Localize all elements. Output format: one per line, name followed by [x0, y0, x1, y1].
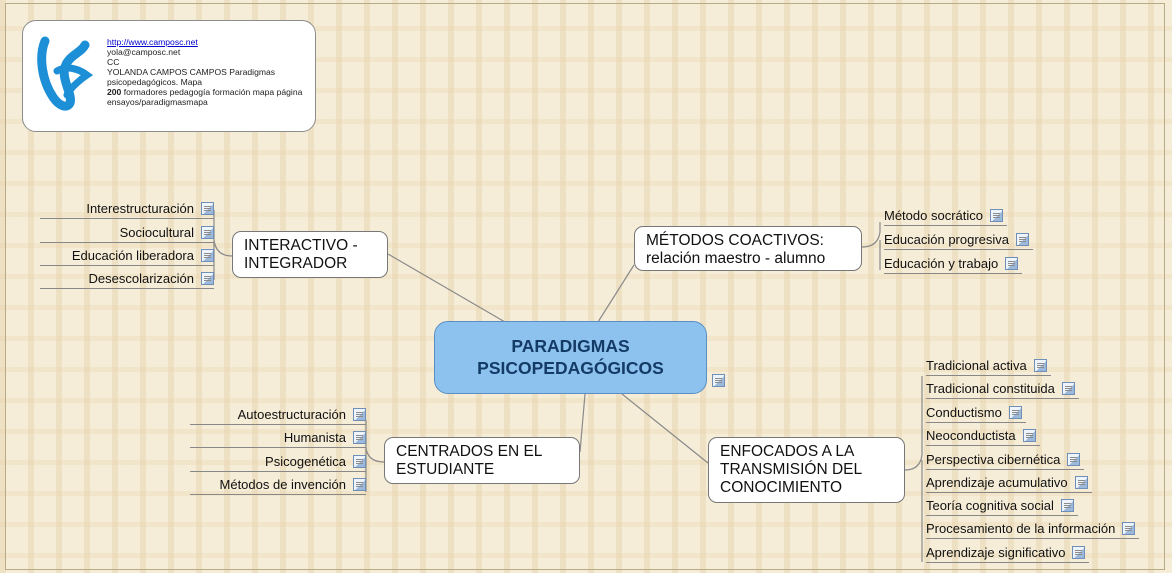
- leaf-label: Neoconductista: [926, 428, 1016, 443]
- leaf-metodo-socratico[interactable]: Método socrático: [884, 207, 1007, 226]
- leaf-label: Desescolarización: [88, 271, 195, 286]
- central-title-line1: PARADIGMAS: [511, 336, 630, 356]
- leaf-label: Teoría cognitiva social: [926, 498, 1054, 513]
- topic-metodos-coactivos[interactable]: MÉTODOS COACTIVOS: relación maestro - al…: [634, 226, 862, 271]
- leaf-label: Psicogenética: [265, 454, 346, 469]
- leaf-perspectiva-cibernetica[interactable]: Perspectiva cibernética: [926, 451, 1085, 470]
- note-icon[interactable]: [201, 249, 214, 262]
- topic-centrados-estudiante[interactable]: CENTRADOS EN EL ESTUDIANTE: [384, 437, 580, 484]
- topic-metodos-line1: MÉTODOS COACTIVOS:: [646, 232, 824, 249]
- topic-interactivo[interactable]: INTERACTIVO - INTEGRADOR: [232, 231, 388, 278]
- link-metodos-leaves: [861, 222, 881, 270]
- logo-icon: [37, 36, 93, 111]
- topic-enfocados-line3: CONOCIMIENTO: [720, 479, 842, 496]
- leaf-label: Educación y trabajo: [884, 256, 999, 271]
- leaf-autoestructuracion[interactable]: Autoestructuración: [190, 406, 366, 425]
- leaf-label: Tradicional constituida: [926, 381, 1055, 396]
- leaf-aprendizaje-acumulativo[interactable]: Aprendizaje acumulativo: [926, 474, 1092, 493]
- author-text: YOLANDA CAMPOS CAMPOS Paradigmas psicope…: [107, 67, 276, 87]
- leaf-label: Autoestructuración: [237, 407, 346, 422]
- leaf-label: Aprendizaje acumulativo: [926, 475, 1068, 490]
- leaf-label: Educación progresiva: [884, 232, 1010, 247]
- license-text: CC: [107, 57, 120, 67]
- note-icon[interactable]: [1022, 429, 1036, 442]
- leaf-procesamiento-informacion[interactable]: Procesamiento de la información: [926, 520, 1140, 539]
- leaf-teoria-cognitiva-social[interactable]: Teoría cognitiva social: [926, 497, 1078, 516]
- leaf-tradicional-constituida[interactable]: Tradicional constituida: [926, 380, 1079, 399]
- central-title-line2: PSICOPEDAGÓGICOS: [477, 358, 664, 378]
- link-centrados-leaves: [365, 420, 385, 492]
- note-icon[interactable]: [1008, 406, 1022, 419]
- leaf-label: Método socrático: [884, 208, 983, 223]
- topic-enfocados-transmision[interactable]: ENFOCADOS A LA TRANSMISIÓN DEL CONOCIMIE…: [708, 437, 905, 503]
- note-icon[interactable]: [1122, 522, 1136, 535]
- info-text: http://www.camposc.net yola@camposc.net …: [107, 37, 307, 107]
- count-text: 200: [107, 87, 122, 97]
- link-interactivo-leaves: [209, 209, 233, 280]
- link-central-interactivo: [387, 253, 506, 323]
- leaf-label: Tradicional activa: [926, 358, 1027, 373]
- email-text: yola@camposc.net: [107, 47, 181, 57]
- leaf-label: Métodos de invención: [219, 477, 346, 492]
- leaf-label: Educación liberadora: [71, 248, 194, 263]
- topic-enfocados-line1: ENFOCADOS A LA: [720, 443, 855, 460]
- topic-metodos-line2: relación maestro - alumno: [646, 250, 826, 267]
- topic-centrados-line1: CENTRADOS EN EL: [396, 443, 543, 460]
- note-icon[interactable]: [1033, 359, 1047, 372]
- topic-interactivo-line2: INTEGRADOR: [244, 255, 348, 272]
- note-icon[interactable]: [201, 226, 214, 239]
- leaf-desescolarizacion[interactable]: Desescolarización: [40, 270, 214, 289]
- note-icon[interactable]: [990, 209, 1003, 222]
- link-central-metodos: [597, 264, 635, 323]
- central-note-icon[interactable]: [712, 374, 725, 387]
- keywords-text: formadores pedagogía formación mapa pági…: [107, 87, 303, 107]
- note-icon[interactable]: [1060, 499, 1074, 512]
- note-icon[interactable]: [353, 408, 366, 421]
- leaf-metodos-invencion[interactable]: Métodos de invención: [190, 476, 366, 495]
- map-canvas-frame: [5, 3, 1165, 570]
- leaf-sociocultural[interactable]: Sociocultural: [40, 224, 214, 243]
- link-enfocados-leaves: [904, 376, 923, 562]
- note-icon[interactable]: [1061, 382, 1075, 395]
- topic-enfocados-line2: TRANSMISIÓN DEL: [720, 461, 863, 478]
- leaf-label: Interestructuración: [86, 201, 194, 216]
- note-icon[interactable]: [1067, 453, 1081, 466]
- central-topic[interactable]: PARADIGMAS PSICOPEDAGÓGICOS: [434, 321, 707, 394]
- note-icon[interactable]: [1074, 476, 1088, 489]
- leaf-psicogenetica[interactable]: Psicogenética: [190, 453, 366, 472]
- leaf-educacion-progresiva[interactable]: Educación progresiva: [884, 231, 1034, 250]
- website-link[interactable]: http://www.camposc.net: [107, 37, 198, 47]
- topic-centrados-line2: ESTUDIANTE: [396, 461, 495, 478]
- note-icon[interactable]: [201, 202, 214, 215]
- leaf-neoconductista[interactable]: Neoconductista: [926, 427, 1040, 446]
- leaf-label: Humanista: [283, 430, 346, 445]
- note-icon[interactable]: [353, 455, 366, 468]
- link-central-centrados: [579, 393, 586, 453]
- topic-interactivo-line1: INTERACTIVO -: [244, 237, 358, 254]
- leaf-conductismo[interactable]: Conductismo: [926, 404, 1026, 423]
- leaf-educacion-liberadora[interactable]: Educación liberadora: [40, 247, 214, 266]
- note-icon[interactable]: [201, 272, 214, 285]
- note-icon[interactable]: [1072, 546, 1086, 559]
- note-icon[interactable]: [353, 478, 366, 491]
- leaf-label: Procesamiento de la información: [926, 521, 1116, 536]
- info-box: http://www.camposc.net yola@camposc.net …: [22, 20, 316, 132]
- leaf-label: Conductismo: [926, 405, 1002, 420]
- leaf-interestructuracion[interactable]: Interestructuración: [40, 200, 214, 219]
- note-icon[interactable]: [1005, 257, 1019, 270]
- leaf-aprendizaje-significativo[interactable]: Aprendizaje significativo: [926, 544, 1090, 563]
- leaf-humanista[interactable]: Humanista: [190, 429, 366, 448]
- note-icon[interactable]: [1016, 233, 1030, 246]
- leaf-educacion-y-trabajo[interactable]: Educación y trabajo: [884, 255, 1023, 274]
- leaf-label: Sociocultural: [119, 225, 194, 240]
- note-icon[interactable]: [353, 431, 366, 444]
- leaf-label: Perspectiva cibernética: [926, 452, 1061, 467]
- leaf-label: Aprendizaje significativo: [926, 545, 1066, 560]
- leaf-tradicional-activa[interactable]: Tradicional activa: [926, 357, 1051, 376]
- link-central-enfocados: [621, 393, 709, 464]
